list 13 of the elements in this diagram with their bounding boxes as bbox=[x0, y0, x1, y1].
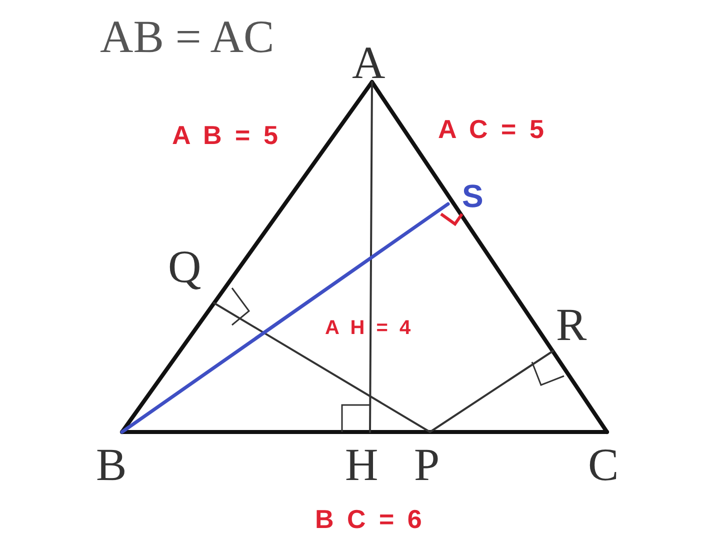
foot-label: S bbox=[462, 180, 486, 212]
vertex-label: B bbox=[96, 442, 127, 488]
vertex-label: C bbox=[588, 442, 619, 488]
length-label: A C = 5 bbox=[438, 116, 547, 142]
vertex-label: A bbox=[352, 40, 386, 86]
condition-text: AB = AC bbox=[100, 14, 274, 60]
length-label: A B = 5 bbox=[172, 122, 281, 148]
foot-label: H bbox=[345, 442, 378, 488]
foot-label: Q bbox=[168, 244, 202, 290]
point-label: P bbox=[414, 442, 440, 488]
length-label: A H = 4 bbox=[325, 318, 414, 338]
foot-label: R bbox=[556, 302, 587, 348]
length-label: B C = 6 bbox=[315, 506, 425, 532]
